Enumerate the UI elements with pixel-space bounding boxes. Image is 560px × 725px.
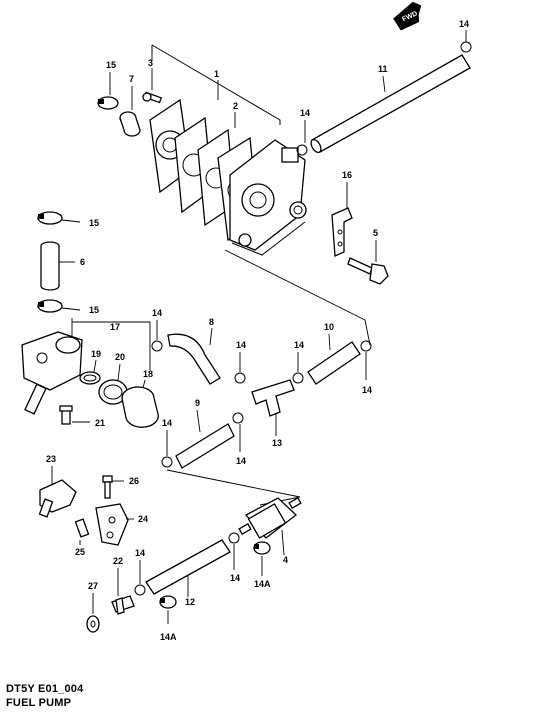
svg-text:3: 3 (148, 58, 153, 68)
svg-text:1: 1 (214, 69, 219, 79)
svg-text:15: 15 (89, 305, 99, 315)
svg-text:16: 16 (342, 170, 352, 180)
screw-25 (74, 518, 90, 538)
bracket-24 (95, 503, 129, 546)
hose-6 (40, 241, 60, 291)
svg-text:14: 14 (294, 340, 304, 350)
svg-text:9: 9 (195, 398, 200, 408)
svg-text:14: 14 (459, 19, 469, 29)
hose-11 (310, 54, 471, 154)
svg-text:5: 5 (373, 228, 378, 238)
svg-text:25: 25 (75, 547, 85, 557)
svg-text:14: 14 (135, 548, 145, 558)
screw-3 (142, 91, 163, 104)
fitting-22 (111, 595, 135, 615)
clip-14-e (360, 340, 372, 352)
svg-text:22: 22 (113, 556, 123, 566)
svg-text:18: 18 (143, 369, 153, 379)
svg-text:15: 15 (89, 218, 99, 228)
clip-14-a (460, 41, 472, 53)
clip-14a-b (159, 595, 177, 609)
clip-14a-a (253, 541, 271, 555)
sleeve-7 (119, 111, 141, 137)
o-ring-19 (79, 371, 101, 385)
bolt-26 (102, 475, 113, 499)
svg-text:14A: 14A (254, 579, 271, 589)
svg-text:27: 27 (88, 581, 98, 591)
svg-text:14A: 14A (160, 632, 177, 642)
screw-21 (59, 405, 73, 425)
clip-14-j (134, 584, 146, 596)
svg-text:17: 17 (110, 322, 120, 332)
svg-text:24: 24 (138, 514, 148, 524)
svg-text:21: 21 (95, 418, 105, 428)
svg-text:11: 11 (378, 64, 388, 74)
cup-18 (121, 386, 159, 428)
fwd-arrow-icon: FWD (393, 1, 422, 31)
clip-14-f (292, 372, 304, 384)
svg-text:14: 14 (236, 456, 246, 466)
clamp-15-mid (37, 211, 63, 225)
clip-14-d (234, 372, 246, 384)
svg-text:12: 12 (185, 597, 195, 607)
svg-text:13: 13 (272, 438, 282, 448)
svg-text:10: 10 (324, 322, 334, 332)
filter-bowl-assembly (21, 331, 83, 415)
clip-14-b (296, 144, 308, 156)
svg-text:14: 14 (230, 573, 240, 583)
clip-14-c (151, 340, 163, 352)
svg-text:19: 19 (91, 349, 101, 359)
clamp-15-top (97, 96, 119, 110)
clip-14-i (228, 532, 240, 544)
svg-text:14: 14 (162, 418, 172, 428)
svg-text:14: 14 (236, 340, 246, 350)
svg-text:8: 8 (209, 317, 214, 327)
fitting-23 (38, 479, 77, 518)
svg-text:26: 26 (129, 476, 139, 486)
svg-text:7: 7 (129, 74, 134, 84)
t-joint-13 (251, 379, 295, 417)
filter-4 (238, 497, 302, 539)
svg-text:14: 14 (152, 308, 162, 318)
hose-8 (167, 333, 221, 385)
svg-text:20: 20 (115, 352, 125, 362)
svg-text:15: 15 (106, 60, 116, 70)
clip-14-h (161, 456, 173, 468)
svg-text:2: 2 (233, 101, 238, 111)
clip-14-g (232, 412, 244, 424)
fuel-pump-assembly (149, 44, 307, 256)
svg-text:14: 14 (362, 385, 372, 395)
washer-27 (86, 615, 100, 633)
diagram-title: FUEL PUMP (6, 697, 72, 709)
svg-text:4: 4 (283, 555, 288, 565)
svg-text:14: 14 (300, 108, 310, 118)
hose-9 (175, 423, 235, 469)
svg-text:6: 6 (80, 257, 85, 267)
bolt-5 (347, 257, 389, 285)
clamp-15-low (37, 299, 63, 313)
hose-10 (307, 341, 361, 385)
hose-12 (145, 539, 231, 595)
diagram-code: DT5Y E01_004 (6, 683, 84, 695)
bracket-16 (331, 207, 353, 257)
svg-text:23: 23 (46, 454, 56, 464)
